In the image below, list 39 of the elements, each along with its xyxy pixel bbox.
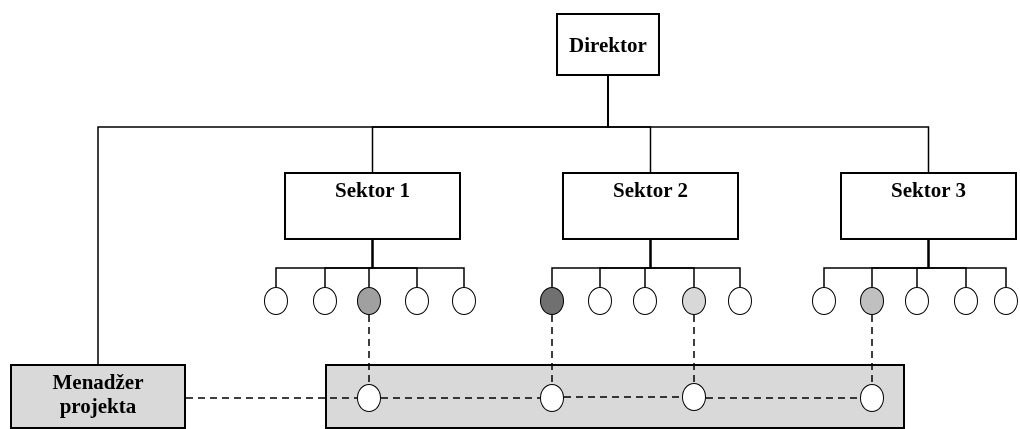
- circle-node: [728, 287, 752, 315]
- box-label: Sektor 3: [891, 178, 966, 202]
- connector-line: [649, 239, 741, 288]
- box-label: Menadžer projekta: [51, 370, 145, 418]
- circle-node: [588, 287, 612, 315]
- circle-node: [313, 287, 337, 315]
- circle-node: [633, 287, 657, 315]
- dashed-connector: [693, 314, 695, 384]
- circle-node: [264, 287, 288, 315]
- circle-node: [682, 383, 706, 411]
- connector-line: [371, 239, 465, 288]
- circle-node: [905, 287, 929, 315]
- circle-node: [357, 287, 381, 315]
- circle-node: [452, 287, 476, 315]
- box-label: Direktor: [569, 32, 647, 57]
- panel-box: [325, 364, 905, 429]
- director-box: [556, 13, 660, 76]
- dashed-connector: [871, 314, 873, 385]
- org-box: [840, 172, 1017, 240]
- org-box: [284, 172, 461, 240]
- dashed-connector: [551, 314, 553, 385]
- circle-node: [405, 287, 429, 315]
- org-box: [562, 172, 739, 240]
- org-box: [10, 364, 186, 429]
- circle-node: [860, 384, 884, 412]
- circle-node: [540, 384, 564, 412]
- circle-node: [954, 287, 978, 315]
- circle-node: [540, 287, 564, 315]
- dashed-connector: [368, 314, 370, 385]
- box-label: Sektor 1: [335, 178, 410, 202]
- circle-node: [860, 287, 884, 315]
- circle-node: [812, 287, 836, 315]
- connector-line: [927, 239, 1007, 288]
- circle-node: [994, 287, 1018, 315]
- dashed-connector: [185, 397, 358, 399]
- box-label: Sektor 2: [613, 178, 688, 202]
- circle-node: [682, 287, 706, 315]
- dashed-connector: [380, 397, 541, 399]
- circle-node: [357, 384, 381, 412]
